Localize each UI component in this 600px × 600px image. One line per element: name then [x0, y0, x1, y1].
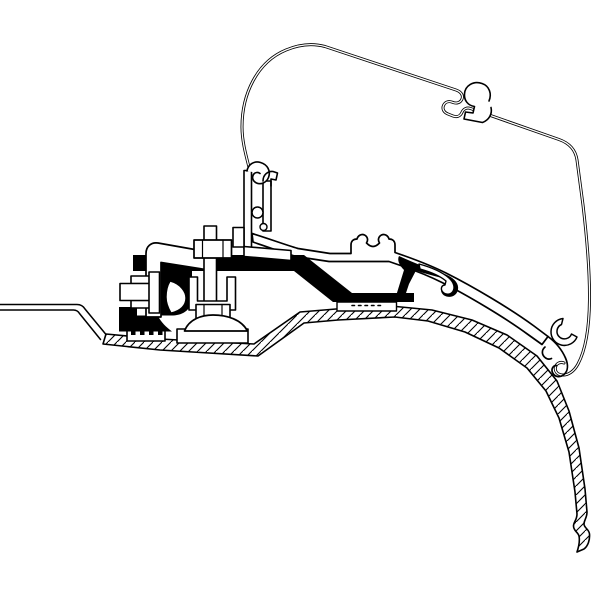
rail-end-hooklet: [541, 346, 553, 360]
case-screw-boss-top: [463, 81, 493, 124]
side-bolt-washer-plate: [148, 271, 161, 314]
adapter-foot-teeth: [131, 331, 163, 335]
adapter-lens-cutout: [165, 280, 187, 314]
gasket-strip: [336, 301, 398, 312]
rail-channel-left-wall: [243, 169, 253, 250]
awning-case-outline-inner: [241, 43, 591, 376]
roof-sheet-bottom-line: [0, 309, 102, 341]
vertical-rod-top-stub: [203, 225, 218, 242]
rail-channel-hole: [251, 206, 264, 219]
rail-channel-notch: [232, 226, 245, 248]
parts-layer: [0, 43, 592, 553]
side-bolt-head: [119, 282, 152, 302]
top-hex-nut: [193, 239, 233, 259]
dome-washer: [183, 314, 249, 332]
vertical-rod: [203, 255, 218, 307]
rail-end-screw-boss: [550, 317, 578, 347]
rail-channel-foot: [243, 245, 292, 262]
rail-hook-wrap: [418, 263, 455, 295]
roof-hatched-band: [102, 305, 591, 553]
roof-sheet-top-line: [0, 303, 107, 336]
top-hex-nut-facets: [201, 239, 224, 259]
rail-channel-right-hook-lip: [262, 170, 279, 187]
rail-end-tail-hook: [547, 335, 569, 378]
clamp-strap: [145, 242, 215, 318]
rail-channel-small-hole: [259, 222, 268, 232]
